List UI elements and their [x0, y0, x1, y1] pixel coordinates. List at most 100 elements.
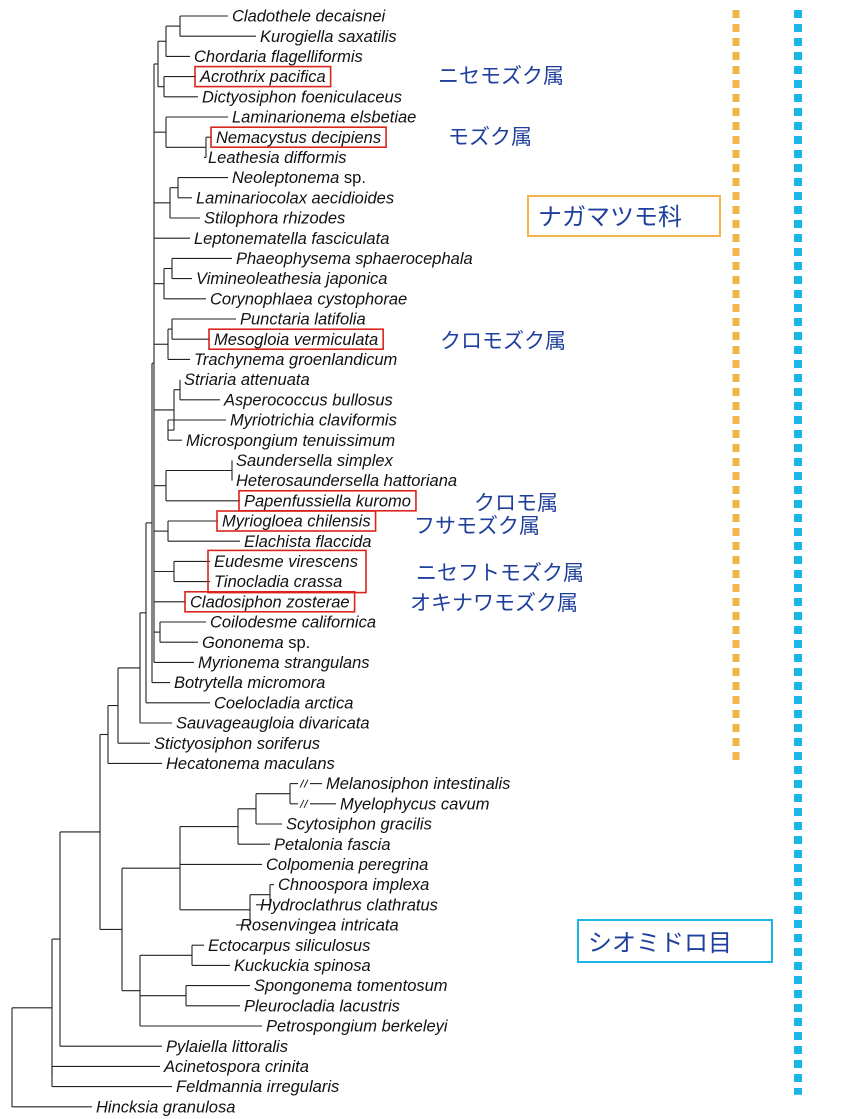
taxon-label: Nemacystus decipiens: [216, 129, 381, 147]
taxon-label: Dictyosiphon foeniculaceus: [202, 88, 402, 106]
taxon-name: Mesogloia vermiculata: [214, 331, 378, 349]
taxon-label: Colpomenia peregrina: [266, 856, 428, 874]
taxon-name-suffix: sp.: [284, 634, 311, 652]
taxon-label: Stictyosiphon soriferus: [154, 735, 320, 753]
taxon-name: Trachynema groenlandicum: [194, 351, 397, 369]
taxon-name: Coilodesme californica: [210, 614, 376, 632]
taxon-label: Hydroclathrus clathratus: [260, 896, 438, 914]
taxon-label: Heterosaundersella hattoriana: [236, 472, 457, 490]
taxon-name: Coelocladia arctica: [214, 694, 353, 712]
taxon-label: Ectocarpus siliculosus: [208, 937, 370, 955]
taxon-name: Punctaria latifolia: [240, 311, 366, 329]
taxon-label: Eudesme virescens: [214, 553, 358, 571]
taxon-name: Laminarionema elsbetiae: [232, 109, 416, 127]
branch-break-mark: [303, 799, 309, 809]
taxon-name: Microspongium tenuissimum: [186, 432, 395, 450]
highlight-box-group: [207, 549, 367, 594]
taxon-label: Punctaria latifolia: [240, 311, 366, 329]
taxon-label: Elachista flaccida: [244, 533, 371, 551]
genus-label: クロモズク属: [440, 329, 566, 353]
taxon-label: Leptonematella fasciculata: [194, 230, 389, 248]
genus-label: オキナワモズク属: [410, 591, 578, 615]
taxon-label: Cladosiphon zosterae: [190, 593, 350, 611]
highlight-box: [216, 510, 377, 532]
taxon-label: Petrospongium berkeleyi: [266, 1018, 449, 1036]
taxon-name: Myriogloea chilensis: [222, 513, 371, 531]
genus-labels: ニセモズク属モズク属クロモズク属クロモ属フサモズク属ニセフトモズク属オキナワモズ…: [410, 64, 584, 615]
taxon-label: Stilophora rhizodes: [204, 210, 345, 228]
taxon-label: Acinetospora crinita: [163, 1058, 309, 1076]
taxon-name: Pleurocladia lacustris: [244, 997, 400, 1015]
taxon-name: Stilophora rhizodes: [204, 210, 345, 228]
taxon-label: Kuckuckia spinosa: [234, 957, 371, 975]
highlight-box: [208, 328, 384, 351]
taxon-label: Papenfussiella kuromo: [244, 492, 411, 510]
taxon-label: Melanosiphon intestinalis: [326, 775, 510, 793]
taxon-label: Phaeophysema sphaerocephala: [236, 250, 473, 268]
taxon-name: Chordaria flagelliformis: [194, 48, 363, 66]
taxon-label: Myriotrichia claviformis: [230, 412, 397, 430]
taxon-label: Laminariocolax aecidioides: [196, 189, 394, 207]
taxon-label: Petalonia fascia: [274, 836, 391, 854]
highlight-box: [194, 65, 332, 88]
taxon-name: Eudesme virescens: [214, 553, 358, 571]
taxon-name: Gononema: [202, 634, 284, 652]
taxon-name: Colpomenia peregrina: [266, 856, 428, 874]
taxon-label: Mesogloia vermiculata: [214, 331, 378, 349]
highlight-boxes: [184, 65, 417, 613]
taxon-label: Laminarionema elsbetiae: [232, 109, 416, 127]
taxon-name: Hydroclathrus clathratus: [260, 896, 438, 914]
taxon-name: Feldmannia irregularis: [176, 1078, 339, 1096]
taxon-name: Spongonema tomentosum: [254, 977, 448, 995]
taxon-label: Myriogloea chilensis: [222, 513, 371, 531]
taxon-label: Botrytella micromora: [174, 674, 325, 692]
genus-label: ニセフトモズク属: [416, 561, 584, 585]
taxon-name: Acrothrix pacifica: [199, 68, 326, 86]
taxon-name: Stictyosiphon soriferus: [154, 735, 320, 753]
taxon-name: Asperococcus bullosus: [223, 391, 393, 409]
taxon-name: Rosenvingea intricata: [240, 917, 399, 935]
taxon-name: Dictyosiphon foeniculaceus: [202, 88, 402, 106]
taxon-label: Saundersella simplex: [236, 452, 394, 470]
taxon-name: Papenfussiella kuromo: [244, 492, 411, 510]
taxon-name: Laminariocolax aecidioides: [196, 189, 394, 207]
taxon-name: Heterosaundersella hattoriana: [236, 472, 457, 490]
taxon-label: Spongonema tomentosum: [254, 977, 448, 995]
taxon-label: Coilodesme californica: [210, 614, 376, 632]
taxon-label: Vimineoleathesia japonica: [196, 270, 387, 288]
taxon-label: Corynophlaea cystophorae: [210, 290, 407, 308]
taxon-label: Asperococcus bullosus: [223, 391, 393, 409]
genus-label: クロモ属: [474, 491, 558, 515]
taxon-label: Leathesia difformis: [208, 149, 347, 167]
taxon-label: Gononema sp.: [202, 634, 310, 652]
taxon-label: Kurogiella saxatilis: [260, 28, 397, 46]
taxon-label: Acrothrix pacifica: [199, 68, 326, 86]
taxon-name: Myriotrichia claviformis: [230, 412, 397, 430]
taxon-label: Striaria attenuata: [184, 371, 310, 389]
taxon-name: Chnoospora implexa: [278, 876, 429, 894]
taxon-name: Cladosiphon zosterae: [190, 593, 350, 611]
taxon-name: Elachista flaccida: [244, 533, 371, 551]
taxon-label: Sauvageaugloia divaricata: [176, 715, 370, 733]
taxon-name: Tinocladia crassa: [214, 573, 342, 591]
taxon-label: Cladothele decaisnei: [232, 8, 387, 26]
taxon-label: Neoleptonema sp.: [232, 169, 366, 187]
taxon-label: Rosenvingea intricata: [240, 917, 399, 935]
taxon-label: Hincksia granulosa: [96, 1098, 235, 1116]
taxon-name: Corynophlaea cystophorae: [210, 290, 407, 308]
taxon-name: Kuckuckia spinosa: [234, 957, 371, 975]
taxon-label: Hecatonema maculans: [166, 755, 335, 773]
taxon-name: Neoleptonema: [232, 169, 339, 187]
genus-label: モズク属: [448, 125, 532, 149]
taxon-name: Melanosiphon intestinalis: [326, 775, 510, 793]
highlight-box: [210, 126, 387, 148]
taxon-label: Tinocladia crassa: [214, 573, 342, 591]
taxon-name: Vimineoleathesia japonica: [196, 270, 387, 288]
taxon-label: Microspongium tenuissimum: [186, 432, 395, 450]
taxon-name: Hincksia granulosa: [96, 1098, 235, 1116]
taxon-name: Leathesia difformis: [208, 149, 347, 167]
